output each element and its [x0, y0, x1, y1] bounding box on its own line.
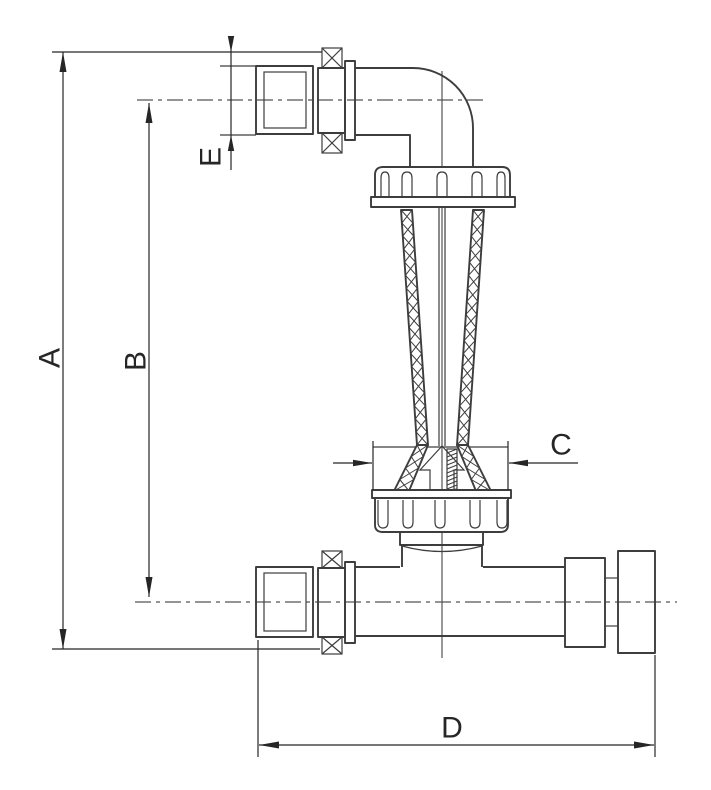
arrowhead-c-right — [509, 459, 528, 467]
top-gland-nut-lip — [370, 196, 516, 208]
bottom-pipe-assembly — [255, 550, 656, 655]
dimension-d: D — [257, 640, 656, 757]
dim-label-c: C — [550, 429, 572, 462]
tube-wall-left-crosshatch — [400, 209, 429, 446]
tube-wall-right — [456, 209, 485, 446]
outlet-block-inner — [564, 557, 606, 648]
arrowhead-e-bottom — [227, 135, 235, 151]
outlet-block-outer — [617, 550, 656, 654]
bottom-gland-nut-ribs — [377, 500, 508, 529]
top-union-nut-xbox-upper — [321, 47, 343, 69]
dim-label-d: D — [441, 712, 463, 745]
float-spring-hatch — [446, 448, 458, 491]
dim-label-a: A — [34, 348, 67, 368]
dim-label-b: B — [120, 351, 153, 371]
tapered-metering-tube — [373, 207, 508, 492]
bottom-gland-nut — [371, 489, 512, 567]
tube-wall-left — [400, 209, 429, 446]
dim-label-e: E — [195, 147, 228, 167]
top-gland-nut — [370, 166, 516, 208]
arrowhead-e-top — [227, 36, 235, 52]
bottom-union-nut-xbox-lower — [321, 636, 343, 655]
arrowhead-a-top — [59, 52, 67, 72]
arrowhead-d-left — [259, 741, 279, 749]
elbow-pipe-inner-wall — [355, 134, 411, 167]
bottom-union-nut-xbox-upper — [321, 550, 343, 569]
top-gland-nut-body — [374, 166, 511, 198]
bottom-flange-washer — [344, 561, 356, 644]
arrowhead-b-bottom — [145, 577, 153, 597]
arrowhead-b-top — [145, 103, 153, 123]
top-gland-nut-ribs — [380, 171, 506, 197]
tube-base-step — [399, 531, 484, 546]
arrowhead-a-bottom — [59, 629, 67, 649]
bell-flare-left — [393, 444, 429, 492]
top-male-fitting-outer — [255, 65, 314, 135]
tube-base-socket — [401, 545, 483, 567]
dimension-a: A — [34, 51, 322, 650]
elbow-pipe-outer-wall — [355, 67, 474, 167]
bottom-gland-nut-body — [374, 497, 509, 533]
bottom-male-fitting-inner — [263, 572, 307, 632]
bottom-gland-nut-lip — [371, 489, 512, 499]
arrowhead-c-left — [353, 459, 372, 467]
dimension-c: C — [333, 429, 578, 490]
bottom-male-fitting-outer — [255, 566, 314, 638]
dimension-e: E — [195, 36, 235, 170]
top-flange-washer — [344, 60, 356, 141]
top-male-fitting-inner — [263, 71, 307, 129]
top-union-nut-xbox-lower — [321, 132, 343, 154]
dimension-b: B — [120, 103, 153, 597]
tube-wall-right-crosshatch — [456, 209, 485, 446]
top-elbow-assembly — [220, 47, 474, 167]
arrowhead-d-right — [634, 741, 654, 749]
